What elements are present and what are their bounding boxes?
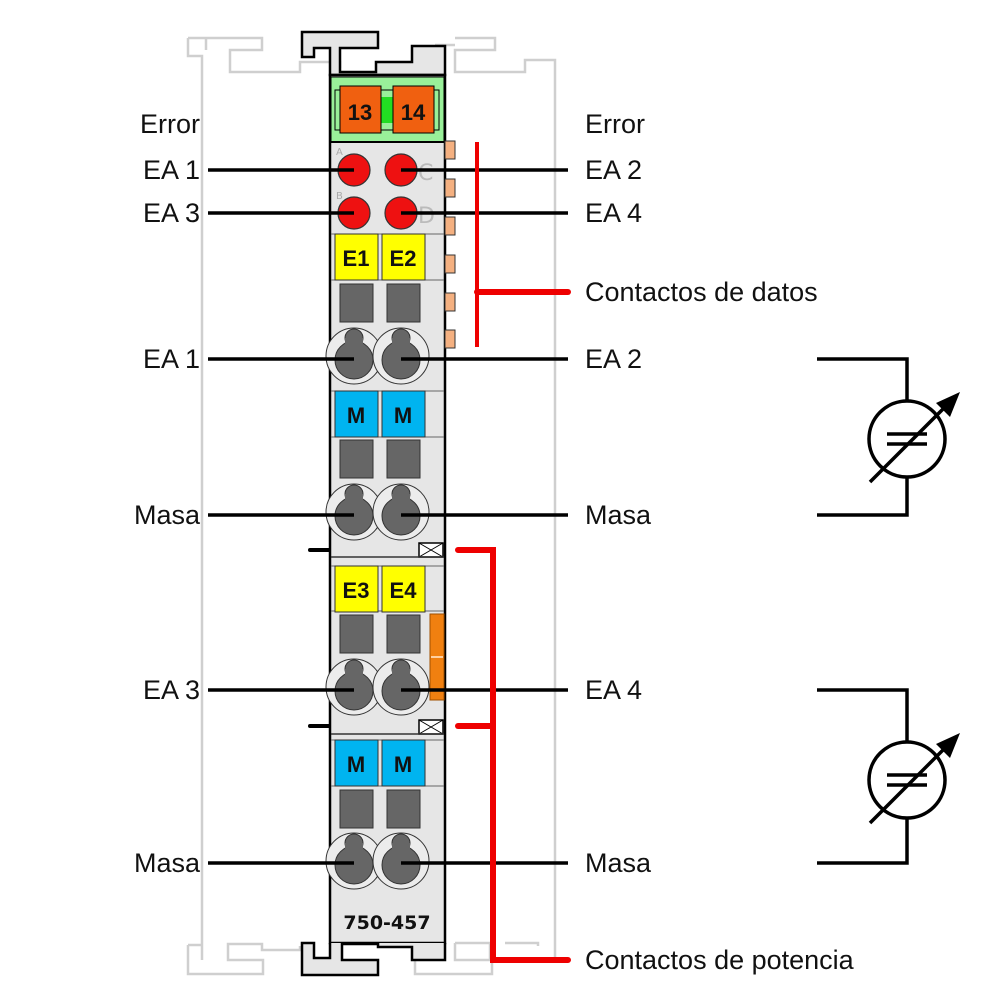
terminal-ea4[interactable]: [372, 658, 430, 716]
label-power-contacts: Contactos de potencia: [585, 945, 855, 975]
power-contacts-bracket: [455, 547, 571, 963]
key-m1: [334, 390, 379, 438]
key-m4-label: M: [394, 752, 412, 777]
data-contacts: [444, 140, 456, 349]
current-source-symbol-2: [817, 688, 960, 865]
jumper-13[interactable]: [339, 85, 382, 134]
arrow-head-icon: [936, 392, 960, 417]
label-ea3-terminal: EA 3: [143, 675, 200, 705]
key-m1-label: M: [347, 403, 365, 428]
key-e3-label: E3: [343, 578, 370, 603]
label-error-right: Error: [585, 109, 645, 139]
led-letter-b: B: [336, 191, 343, 202]
release-button-4[interactable]: [386, 439, 421, 479]
terminal-masa-2b[interactable]: [372, 832, 430, 890]
jumper-bridge: [380, 97, 394, 123]
bottom-rail-clip: [300, 941, 447, 977]
led-letter-c: C: [418, 161, 433, 186]
label-ea2-terminal: EA 2: [585, 344, 642, 374]
key-e2: [381, 233, 426, 281]
led-letter-a: A: [336, 147, 343, 158]
release-button-1[interactable]: [339, 283, 374, 323]
led-letter-d: D: [418, 204, 435, 229]
label-masa-left-2: Masa: [134, 848, 201, 878]
power-contact-bottom: [418, 719, 444, 735]
release-button-5[interactable]: [339, 614, 374, 654]
key-e2-label: E2: [390, 246, 417, 271]
jumper-13-label: 13: [348, 100, 372, 125]
key-m3-label: M: [347, 752, 365, 777]
jumper-14-label: 14: [401, 100, 426, 125]
key-m2-label: M: [394, 403, 412, 428]
part-number: 750-457: [343, 912, 430, 934]
label-ea1-led: EA 1: [143, 155, 200, 185]
label-ea2-led: EA 2: [585, 155, 642, 185]
module-body: 13 14 A B C D E1 E2: [300, 30, 456, 977]
arrow-head-icon: [936, 733, 960, 758]
key-m4: [381, 739, 426, 787]
terminal-masa-2a[interactable]: [325, 832, 383, 890]
terminal-ea2[interactable]: [372, 327, 430, 385]
release-button-2[interactable]: [386, 283, 421, 323]
terminal-masa-1a[interactable]: [325, 483, 383, 541]
current-source-symbol-1: [817, 357, 960, 517]
key-m2: [381, 390, 426, 438]
top-rail-clip: [300, 30, 447, 77]
label-ea4-led: EA 4: [585, 198, 642, 228]
data-contacts-bracket: [474, 142, 571, 347]
terminal-masa-1b[interactable]: [372, 483, 430, 541]
power-contact-top: [418, 542, 444, 558]
label-masa-right-2: Masa: [585, 848, 652, 878]
key-e4-label: E4: [390, 578, 418, 603]
release-button-8[interactable]: [386, 789, 421, 829]
terminal-ea3[interactable]: [325, 658, 383, 716]
label-masa-left-1: Masa: [134, 500, 201, 530]
label-ea4-terminal: EA 4: [585, 675, 642, 705]
key-e4: [381, 565, 426, 613]
key-e1-label: E1: [343, 246, 370, 271]
key-m3: [334, 739, 379, 787]
jumper-14[interactable]: [392, 85, 435, 134]
label-ea3-led: EA 3: [143, 198, 200, 228]
label-ea1-terminal: EA 1: [143, 344, 200, 374]
release-button-7[interactable]: [339, 789, 374, 829]
key-e1: [334, 233, 379, 281]
leader-lines: [208, 168, 568, 865]
label-data-contacts: Contactos de datos: [585, 277, 818, 307]
label-masa-right-1: Masa: [585, 500, 652, 530]
key-e3: [334, 565, 379, 613]
release-button-6[interactable]: [386, 614, 421, 654]
ghost-neighbor-modules: [186, 36, 557, 976]
release-button-3[interactable]: [339, 439, 374, 479]
label-error-left: Error: [140, 109, 200, 139]
